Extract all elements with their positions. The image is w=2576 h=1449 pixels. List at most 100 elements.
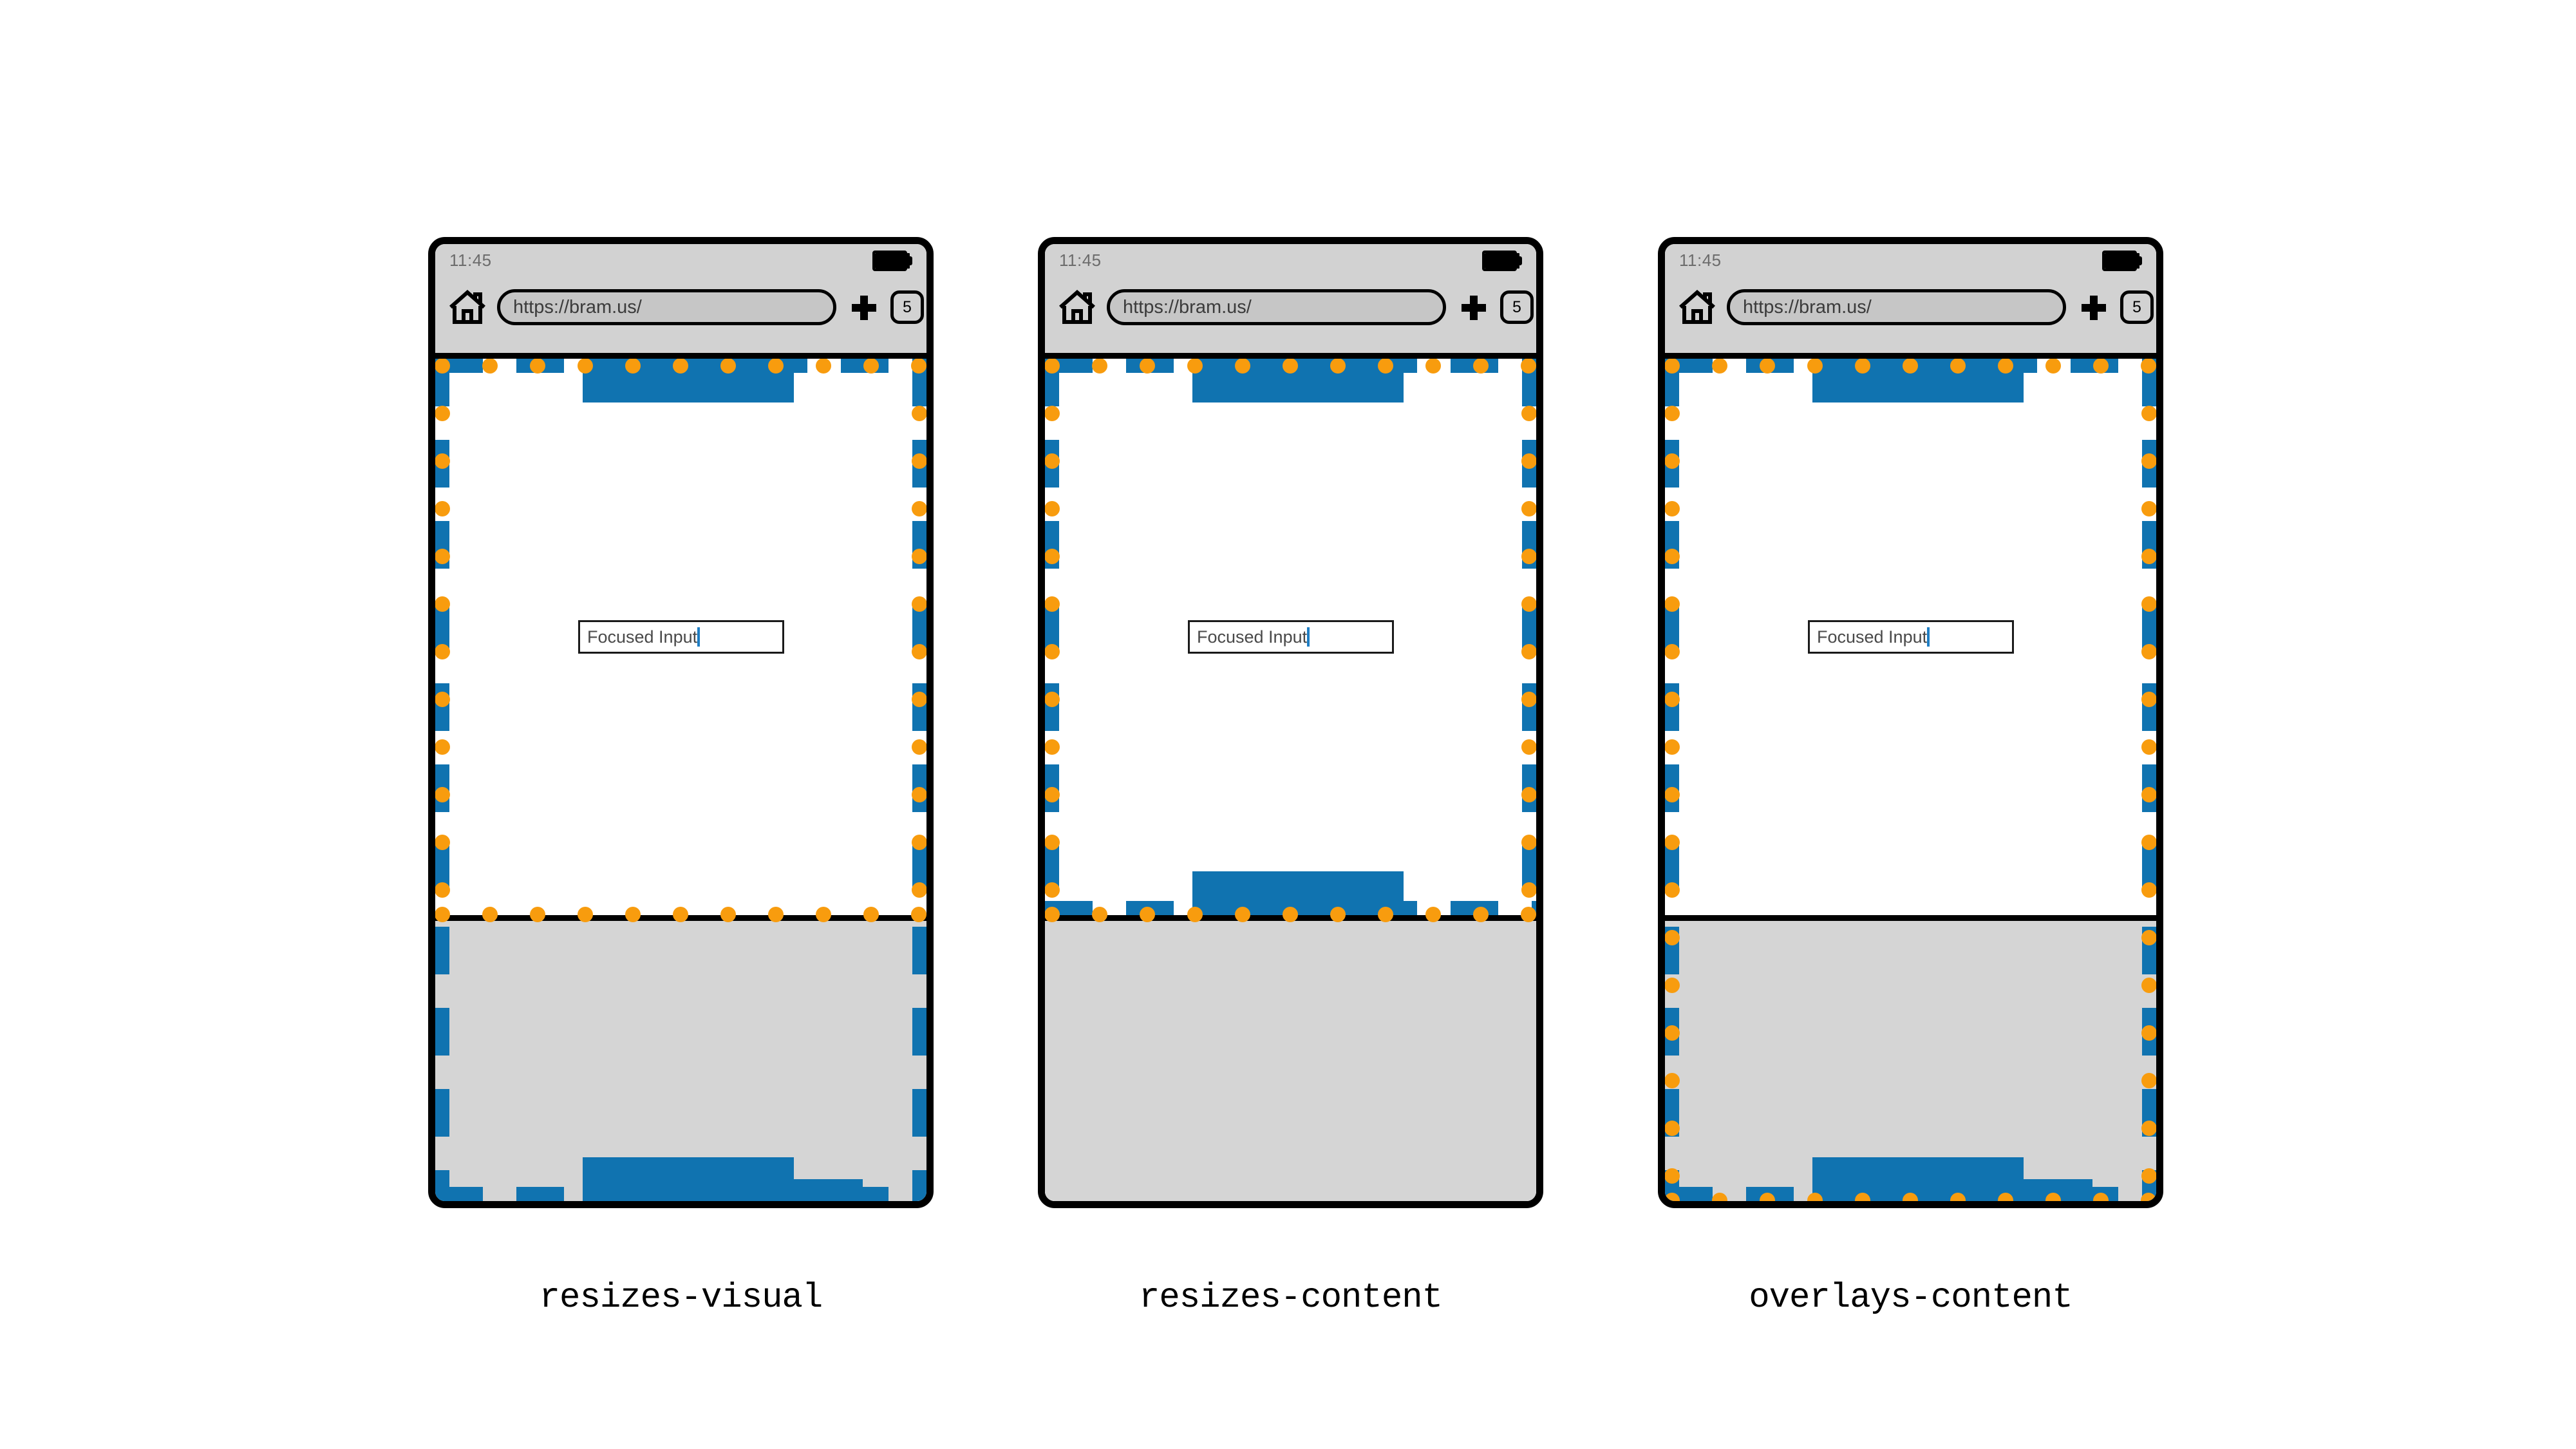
visual-viewport-dot — [1425, 907, 1441, 922]
visual-viewport-dot — [435, 644, 450, 659]
visual-viewport-dot — [1045, 882, 1060, 898]
layout-viewport-dash — [1045, 846, 1059, 893]
plus-bar-v — [2090, 296, 2098, 320]
layout-viewport-dash — [1665, 846, 1679, 893]
home-icon[interactable] — [1678, 288, 1716, 325]
visual-viewport-dot — [912, 453, 926, 469]
layout-viewport-dash — [1665, 602, 1679, 650]
plus-bar-v — [1470, 296, 1478, 320]
status-bar: 11:45 — [1665, 244, 2156, 279]
virtual-keyboard[interactable] — [1665, 915, 2156, 1201]
tab-counter-label: 5 — [2132, 298, 2141, 316]
url-bar[interactable]: https://bram.us/ — [1107, 289, 1446, 325]
visual-viewport-dot — [2141, 835, 2156, 850]
plus-icon[interactable] — [852, 296, 876, 320]
visual-viewport-dot — [1521, 359, 1536, 374]
visual-viewport-dot — [2141, 692, 2156, 707]
visual-viewport-dot — [2141, 739, 2156, 755]
tab-counter[interactable]: 5 — [890, 290, 924, 324]
visual-viewport — [1665, 359, 2156, 1201]
battery-fill — [2105, 253, 2139, 269]
visual-viewport-dot — [912, 406, 926, 421]
visual-viewport-dot — [912, 692, 926, 707]
visual-viewport-dot — [1521, 644, 1536, 659]
virtual-keyboard[interactable] — [1045, 915, 1536, 1201]
plus-icon[interactable] — [2082, 296, 2106, 320]
focused-input[interactable]: Focused Input — [578, 620, 784, 654]
visual-viewport-dot — [1092, 907, 1107, 922]
visual-viewport-dot — [2141, 1193, 2156, 1201]
visual-viewport-dot — [2141, 1121, 2156, 1136]
visual-viewport-dot — [673, 907, 688, 922]
visual-viewport-dot — [435, 596, 450, 612]
visual-viewport-dot — [2141, 978, 2156, 993]
visual-viewport-dot — [2141, 453, 2156, 469]
virtual-keyboard[interactable] — [435, 915, 926, 1201]
visual-viewport-dot — [912, 787, 926, 802]
visual-viewport-dot — [1521, 739, 1536, 755]
visual-viewport-dot — [1665, 930, 1680, 945]
visual-viewport-dot — [1521, 787, 1536, 802]
layout-viewport-dash — [1288, 359, 1336, 373]
tab-counter-label: 5 — [1512, 298, 1521, 316]
visual-viewport-dot — [1330, 907, 1346, 922]
status-clock: 11:45 — [1679, 251, 1722, 270]
visual-viewport-dot — [1140, 907, 1155, 922]
layout-viewport-dash — [2142, 846, 2156, 893]
visual-viewport-dot — [1045, 596, 1060, 612]
visual-viewport-dot — [1283, 907, 1298, 922]
home-icon[interactable] — [448, 288, 487, 325]
visual-viewport-dot — [1903, 359, 1918, 374]
browser-toolbar: https://bram.us/5 — [435, 279, 926, 353]
visual-viewport-dot — [1235, 907, 1250, 922]
visual-viewport-dot — [2045, 359, 2061, 374]
layout-viewport-dash — [912, 1008, 926, 1056]
visual-viewport-dot — [2093, 1193, 2109, 1201]
visual-viewport-dot — [1998, 1193, 2013, 1201]
visual-viewport-dot — [482, 359, 498, 374]
visual-viewport-dot — [1521, 882, 1536, 898]
url-bar[interactable]: https://bram.us/ — [1727, 289, 2066, 325]
visual-viewport-dot — [816, 359, 831, 374]
url-text: https://bram.us/ — [513, 296, 642, 317]
visual-viewport-dot — [1665, 1193, 1680, 1201]
visual-viewport-dot — [1665, 1168, 1680, 1184]
url-text: https://bram.us/ — [1743, 296, 1872, 317]
visual-viewport-dot — [1045, 835, 1060, 850]
page-viewport: Focused Input — [1665, 359, 2156, 1201]
visual-viewport-dot — [1665, 501, 1680, 516]
layout-viewport-dash — [912, 927, 926, 974]
layout-viewport-dash — [841, 1187, 888, 1201]
text-caret — [1927, 627, 1930, 647]
tab-counter-label: 5 — [903, 298, 912, 316]
focused-input-value: Focused Input — [1817, 627, 1928, 647]
visual-viewport-dot — [1665, 1121, 1680, 1136]
visual-viewport-dot — [578, 907, 593, 922]
visual-viewport-dot — [1521, 501, 1536, 516]
layout-viewport-dash — [1908, 1187, 1956, 1201]
visual-viewport-dot — [1665, 644, 1680, 659]
status-bar: 11:45 — [1045, 244, 1536, 279]
layout-viewport-dash — [435, 1089, 449, 1137]
visual-viewport-dot — [1855, 1193, 1870, 1201]
focused-input[interactable]: Focused Input — [1188, 620, 1394, 654]
visual-viewport-dot — [1045, 739, 1060, 755]
visual-viewport-dot — [1045, 501, 1060, 516]
visual-viewport-dot — [720, 359, 736, 374]
focused-input[interactable]: Focused Input — [1808, 620, 2014, 654]
url-bar[interactable]: https://bram.us/ — [497, 289, 836, 325]
visual-viewport-dot — [1807, 359, 1823, 374]
layout-viewport-dash — [1288, 901, 1336, 915]
focused-input-value: Focused Input — [1197, 627, 1308, 647]
visual-viewport-dot — [1521, 835, 1536, 850]
visual-viewport-dot — [625, 359, 641, 374]
tab-counter[interactable]: 5 — [1500, 290, 1534, 324]
browser-chrome: 11:45 https://bram.us/5 — [1665, 244, 2156, 359]
visual-viewport-dot — [435, 692, 450, 707]
home-icon[interactable] — [1058, 288, 1096, 325]
visual-viewport-dot — [1045, 692, 1060, 707]
visual-viewport-dot — [2141, 1168, 2156, 1184]
tab-counter[interactable]: 5 — [2120, 290, 2154, 324]
plus-icon[interactable] — [1462, 296, 1486, 320]
